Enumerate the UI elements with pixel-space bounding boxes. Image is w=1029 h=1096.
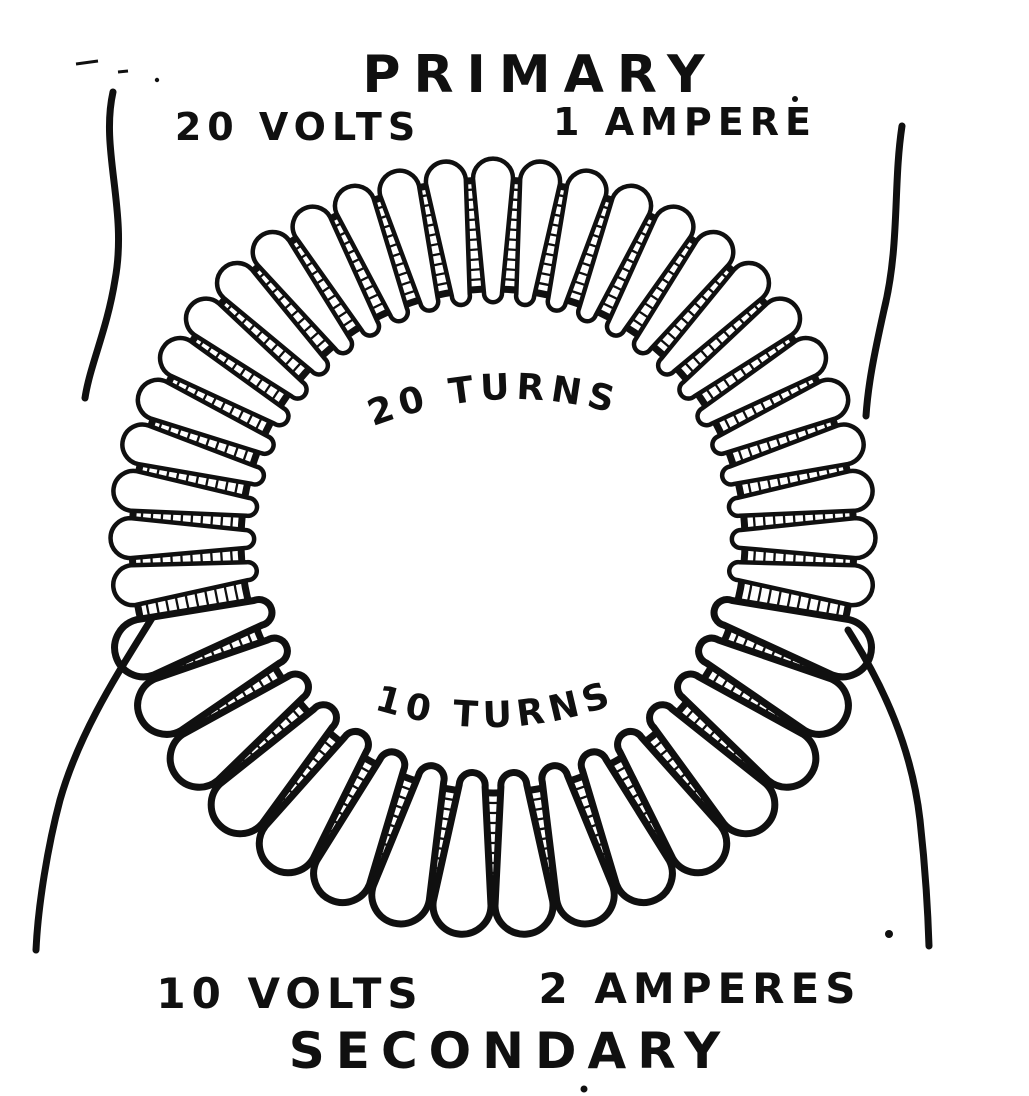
winding-turn [604,204,696,338]
secondary-winding [111,596,875,938]
winding-turn [429,769,495,938]
scan-artifacts [75,59,893,1093]
secondary-turns-label: 10 TURNS [371,673,620,736]
winding-turn [377,168,441,313]
winding-turn [157,335,291,428]
winding-turn [655,260,772,377]
winding-turn [310,748,409,907]
winding-turn [207,701,340,838]
winding-turn [631,229,736,356]
primary-lead-right [862,122,906,420]
winding-turn [214,260,331,377]
winding-turn [255,728,372,877]
winding-turn [710,377,851,456]
winding-turn [423,159,473,308]
winding-turn [368,762,448,928]
primary-winding [108,156,878,608]
winding-turn [695,335,829,428]
winding-turn [250,229,355,356]
winding-turn [111,559,259,608]
winding-turn [332,183,410,324]
secondary-lead-left [32,614,156,954]
primary-amperes-label: 1 AMPERE [553,100,817,144]
primary-lead-left [81,88,123,402]
winding-turn [135,377,276,456]
winding-turn [470,156,516,305]
primary-volts-label: 20 VOLTS [175,105,421,149]
winding-turn [727,559,875,608]
secondary-lead-right [844,626,933,950]
winding-turn [134,634,291,738]
winding-turn [674,670,820,791]
winding-turn [120,422,267,487]
winding-turn [166,670,312,791]
primary-title: PRIMARY [362,45,717,105]
secondary-amperes-label: 2 AMPERES [539,964,862,1013]
winding-turn [290,204,382,338]
winding-turn [576,183,654,324]
winding-turn [108,515,257,561]
primary-turns-label: 20 TURNS [363,367,625,435]
winding-turn [646,701,779,838]
secondary-volts-label: 10 VOLTS [156,969,423,1018]
winding-turn [538,762,618,928]
winding-turn [726,468,875,519]
winding-turn [729,515,878,561]
lead-wires [32,88,933,954]
winding-turn [183,296,309,401]
winding-turn [491,769,557,938]
secondary-title: SECONDARY [289,1022,731,1080]
winding-turn [545,168,609,313]
winding-turn [614,728,731,877]
winding-turn [695,634,852,738]
winding-turn [513,159,563,308]
winding-turn [111,468,260,519]
winding-turn [710,596,875,681]
winding-turn [677,296,803,401]
winding-turn [577,748,676,907]
winding-turn [719,422,866,487]
